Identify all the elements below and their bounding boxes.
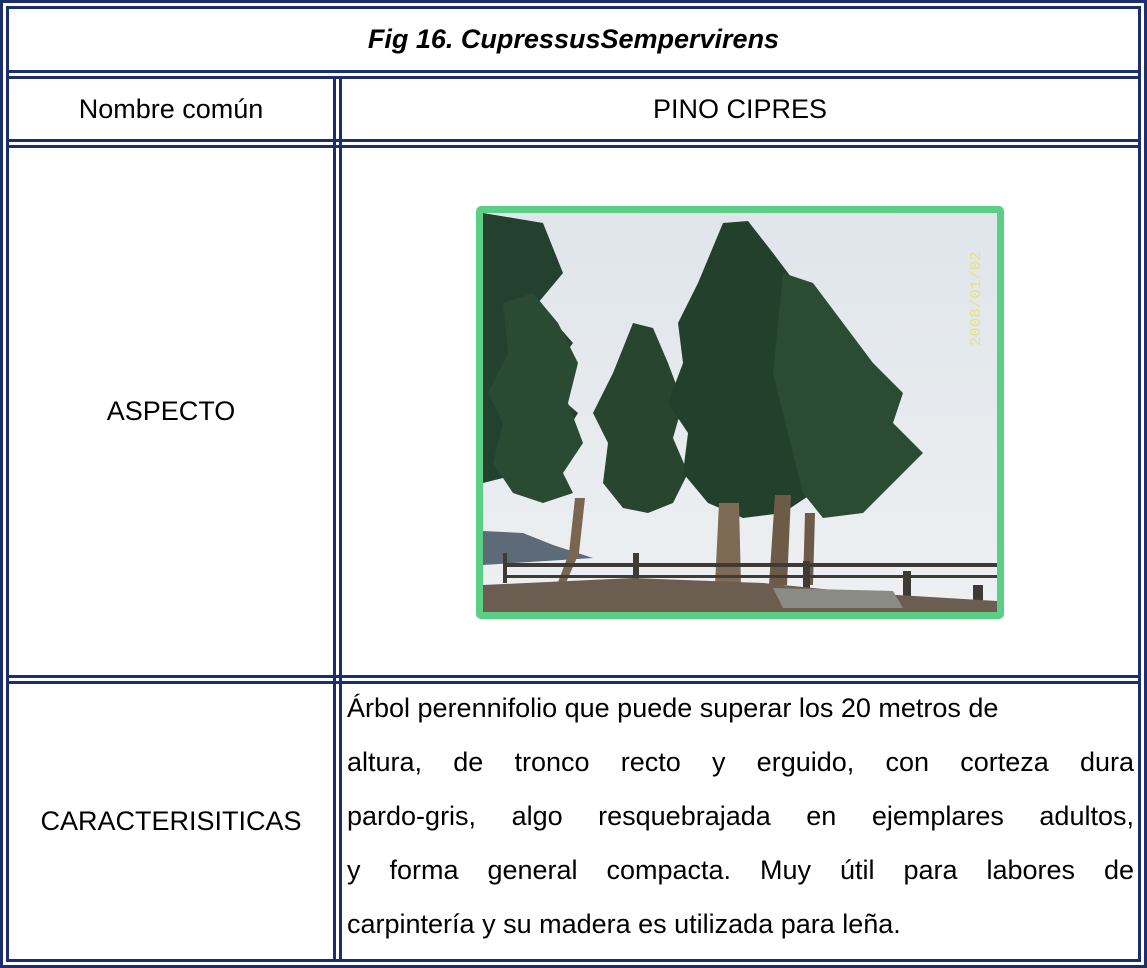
border-line: [6, 959, 1141, 962]
characteristics-line: Árbol perennifolio que puede superar los…: [347, 693, 999, 723]
characteristics-text: Árbol perennifolio que puede superar los…: [347, 684, 1134, 944]
photo-date-stamp: 2008/01/02: [968, 251, 985, 347]
border-line: [6, 6, 9, 962]
row-label-characteristics: CARACTERISITICAS: [40, 806, 302, 836]
border-line: [6, 6, 1141, 9]
column-divider: [333, 76, 336, 962]
border-line: [0, 0, 1147, 3]
figure-title: Fig 16. CupressusSempervirens: [367, 24, 780, 54]
column-divider: [339, 76, 342, 962]
border-line: [1138, 6, 1141, 962]
characteristics-line: carpintería y su madera es utilizada par…: [347, 909, 901, 939]
row-label-common-name: Nombre común: [78, 93, 264, 124]
characteristics-line: altura, de tronco recto y erguido, con c…: [347, 747, 1134, 777]
row-divider: [6, 145, 1141, 148]
characteristics-line: y forma general compacta. Muy útil para …: [347, 855, 1134, 885]
row-divider: [6, 76, 1141, 79]
row-label-aspect: ASPECTO: [106, 396, 236, 426]
border-line: [0, 0, 3, 968]
row-divider: [6, 139, 1141, 142]
row-divider: [6, 681, 1141, 684]
cypress-trees-image: [483, 213, 997, 612]
row-divider: [6, 70, 1141, 73]
border-line: [0, 965, 1147, 968]
row-divider: [6, 675, 1141, 678]
tree-photo: 2008/01/02: [476, 206, 1004, 619]
border-line: [1144, 0, 1147, 968]
common-name-value: PINO CIPRES: [652, 93, 828, 124]
characteristics-line: pardo-gris, algo resquebrajada en ejempl…: [347, 801, 1134, 831]
